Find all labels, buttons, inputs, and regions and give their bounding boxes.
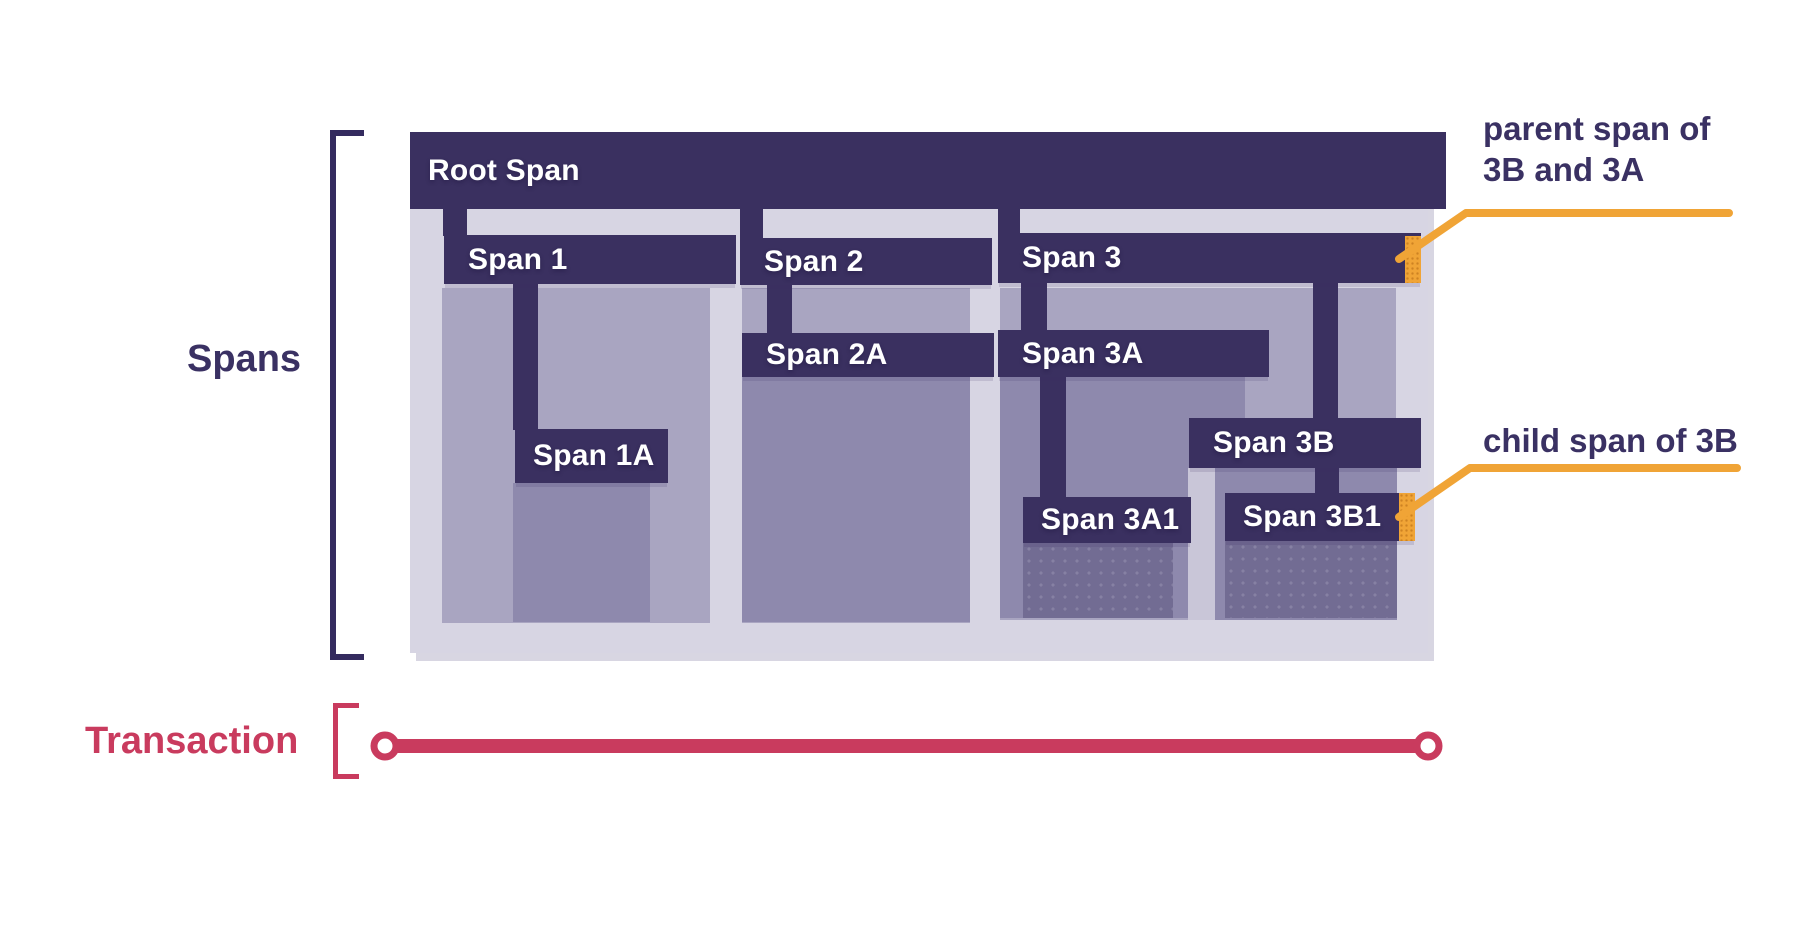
annotation-child-callout-line <box>1395 464 1741 521</box>
span3a1-children-panel <box>1023 543 1173 618</box>
span-bar-3b: Span 3B <box>1189 418 1421 468</box>
span-bar-2a-label: Span 2A <box>766 338 888 371</box>
span-bar-3b1-label: Span 3B1 <box>1243 500 1382 533</box>
connector-span3b-to-span3b1 <box>1315 468 1339 494</box>
parent-span-highlight-marker <box>1405 236 1421 283</box>
annotation-parent-callout-line <box>1395 209 1733 263</box>
connector-span3-to-span3b <box>1313 283 1338 419</box>
span-bar-root: Root Span <box>410 132 1446 209</box>
span-bar-3a1: Span 3A1 <box>1023 497 1191 543</box>
span-bar-3a1-label: Span 3A1 <box>1041 503 1180 536</box>
connector-span2-to-span2a <box>767 285 792 334</box>
span2a-children-panel <box>742 377 970 622</box>
span-bar-3b1: Span 3B1 <box>1225 493 1415 541</box>
connector-span3-to-span3a <box>1021 283 1047 331</box>
connector-span3a-to-span3a1 <box>1040 377 1066 498</box>
annotation-parent-line2: 3B and 3A <box>1483 151 1645 188</box>
span-bar-1a-label: Span 1A <box>533 439 655 472</box>
span-bar-3b-label: Span 3B <box>1213 426 1335 459</box>
span-bar-2a: Span 2A <box>742 333 994 377</box>
span-bar-1a: Span 1A <box>515 429 668 483</box>
span3b1-children-panel <box>1225 541 1397 618</box>
timeline-end-circle <box>1413 731 1443 761</box>
timeline-start-circle <box>370 731 400 761</box>
span-bar-2: Span 2 <box>740 238 992 285</box>
annotation-parent-label: parent span of 3B and 3A <box>1483 108 1710 190</box>
spans-bracket <box>330 130 364 660</box>
span3-gap-strip <box>1188 468 1215 620</box>
transaction-label: Transaction <box>85 720 299 762</box>
annotation-parent-line1: parent span of <box>1483 110 1711 147</box>
connector-root-to-span3 <box>998 209 1020 234</box>
transaction-bracket <box>333 703 359 779</box>
child-span-highlight-marker <box>1399 493 1415 541</box>
spans-label: Spans <box>187 338 302 380</box>
connector-span1-to-span1a <box>513 284 538 430</box>
span-bar-root-label: Root Span <box>428 153 580 187</box>
connector-root-to-span2 <box>740 209 763 239</box>
span-bar-1-label: Span 1 <box>468 242 568 276</box>
connector-root-to-span1 <box>443 209 467 236</box>
annotation-child-label: child span of 3B <box>1483 422 1738 459</box>
span-bar-3-label: Span 3 <box>1022 241 1122 274</box>
span-bar-3a: Span 3A <box>998 330 1269 377</box>
span-bar-1: Span 1 <box>444 235 736 284</box>
span-bar-3a-label: Span 3A <box>1022 336 1144 370</box>
span-bar-3: Span 3 <box>998 233 1421 283</box>
span1a-children-panel <box>513 483 650 622</box>
span-bar-2-label: Span 2 <box>764 244 864 278</box>
